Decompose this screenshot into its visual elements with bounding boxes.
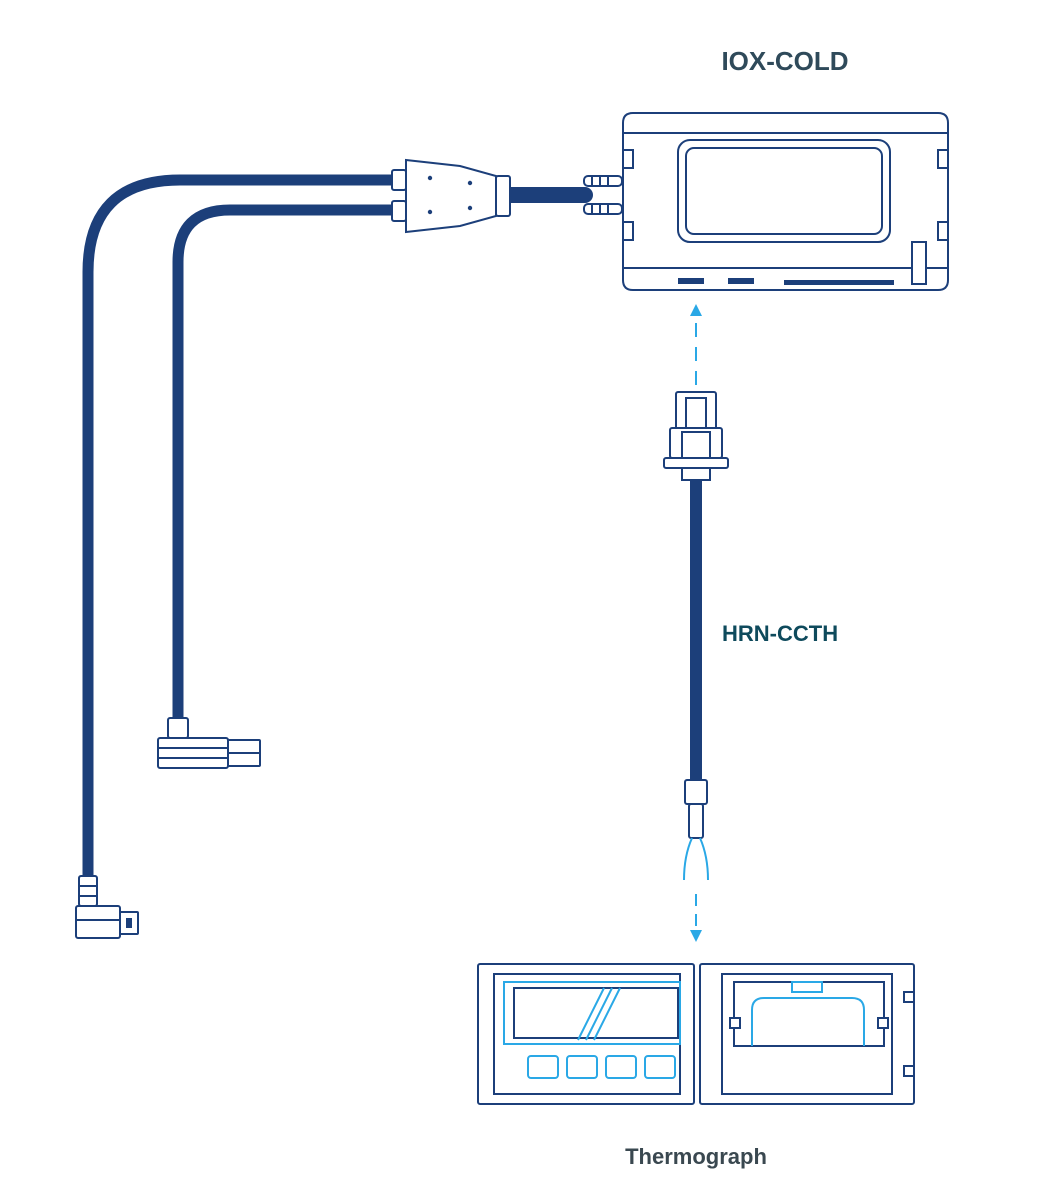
y-cable <box>82 174 593 884</box>
right-angle-connector-long <box>75 875 139 939</box>
short-cable <box>172 204 398 726</box>
harness-wires <box>683 837 709 881</box>
arrow-up-head-icon <box>690 304 702 316</box>
thermograph-device <box>477 963 915 1105</box>
iox-cold-device <box>622 112 949 291</box>
right-angle-connector-short <box>157 717 261 769</box>
long-cable <box>82 174 398 884</box>
harness-sleeve <box>684 779 708 839</box>
harness-label: HRN-CCTH <box>722 621 838 646</box>
thermograph-label: Thermograph <box>625 1144 767 1169</box>
harness-plug <box>663 391 729 481</box>
arrow-down-head-icon <box>690 930 702 942</box>
device-label: IOX-COLD <box>721 46 848 76</box>
y-splitter <box>391 158 511 234</box>
strain-relief <box>583 175 623 215</box>
hrn-ccth-harness <box>663 304 729 942</box>
